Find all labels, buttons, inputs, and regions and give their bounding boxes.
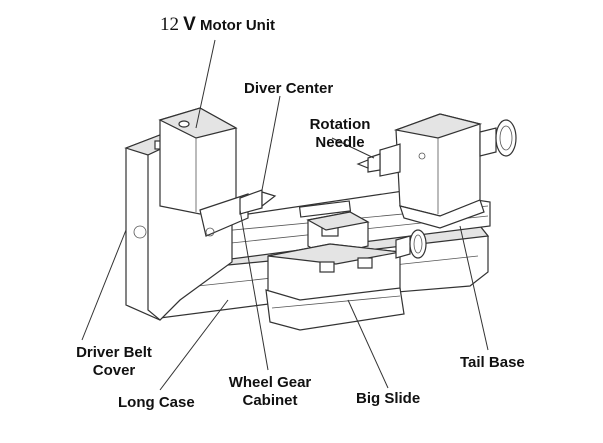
motor-unit-label: 12 V Motor Unit	[160, 14, 276, 35]
driver-belt-cover-line-2: Cover	[92, 362, 136, 379]
tail-base	[356, 113, 517, 229]
motor-unit-volt-symbol: V	[183, 14, 196, 35]
big-slide	[265, 287, 405, 331]
motor-unit	[158, 107, 238, 215]
wheel-gear-cabinet-line-1: Wheel Gear	[228, 374, 312, 391]
long-case-label: Long Case	[118, 394, 195, 411]
big-slide-label: Big Slide	[356, 390, 421, 407]
tail-base-label: Tail Base	[460, 354, 525, 371]
rotation-needle-label: Rotation Needle	[296, 116, 384, 152]
motor-unit-voltage: 12	[160, 14, 179, 35]
wheel-gear-cabinet-line-2: Cabinet	[242, 392, 298, 409]
driver-belt-cover-label: Driver Belt Cover	[60, 344, 168, 380]
rotation-needle-line-1: Rotation	[309, 116, 371, 133]
leader-lines	[81, 39, 489, 391]
driver-belt-cover-line-1: Driver Belt	[76, 344, 152, 361]
wheel-gear-cabinet-label: Wheel Gear Cabinet	[220, 374, 320, 410]
diver-center-label: Diver Center	[244, 80, 334, 97]
diver-center	[199, 189, 277, 237]
rotation-needle-line-2: Needle	[315, 134, 365, 151]
motor-unit-text: Motor Unit	[200, 17, 276, 34]
